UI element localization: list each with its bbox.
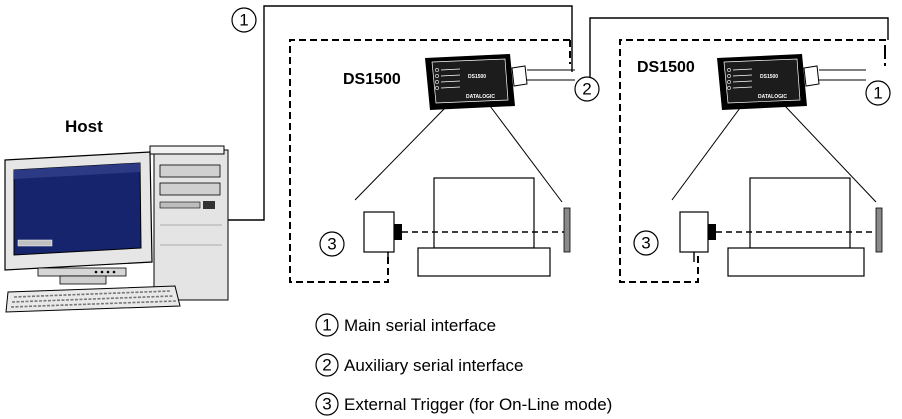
- scanner-2-beam-left: [671, 107, 741, 201]
- legend-text: Main serial interface: [344, 316, 496, 335]
- scanner-2-model-label: DS1500: [637, 59, 695, 76]
- svg-text:1: 1: [873, 84, 882, 103]
- svg-text:3: 3: [322, 395, 331, 414]
- svg-text:1: 1: [322, 316, 331, 335]
- conveyor-left: [417, 177, 551, 277]
- host-label: Host: [65, 117, 103, 136]
- host-tower: [149, 145, 229, 301]
- scanner-unit-right: DS1500 DS1500 DATALOGIC: [619, 39, 886, 283]
- scanner-1-beam-left: [354, 107, 446, 201]
- scanner-1-badge: DS1500: [468, 74, 486, 80]
- callout-main-serial-right: 1: [865, 80, 891, 106]
- right-unit-enclosure: [619, 39, 886, 283]
- host-keyboard: [5, 285, 181, 313]
- scanner-1-model-label: DS1500: [343, 71, 401, 88]
- scanner-2-badge: DS1500: [760, 74, 778, 80]
- main-serial-cable: [228, 5, 573, 221]
- svg-text:3: 3: [641, 234, 650, 253]
- scanner-unit-left: DS1500 DS1500 DATALOGIC: [289, 39, 575, 283]
- svg-text:3: 3: [327, 235, 336, 254]
- legend-item: 2 Auxiliary serial interface: [315, 353, 524, 377]
- host-computer: Host: [4, 117, 229, 313]
- svg-text:1: 1: [239, 11, 248, 30]
- callout-trigger-right: 3: [633, 230, 659, 256]
- legend-item: 1 Main serial interface: [315, 313, 496, 337]
- legend-item: 3 External Trigger (for On-Line mode): [315, 392, 612, 416]
- scanner-2-brand: DATALOGIC: [758, 94, 787, 100]
- scanner-1-beam-right: [489, 105, 563, 203]
- left-unit-enclosure: [289, 39, 570, 283]
- scanner-1-brand: DATALOGIC: [466, 94, 495, 100]
- scanner-2-body: DS1500 DATALOGIC: [717, 54, 866, 110]
- legend-text: External Trigger (for On-Line mode): [344, 395, 612, 414]
- callout-trigger-left: 3: [319, 231, 345, 257]
- scanner-2-beam-right: [784, 105, 877, 203]
- host-monitor: [4, 151, 153, 285]
- photocell-left: [363, 211, 564, 262]
- legend: 1 Main serial interface 2 Auxiliary seri…: [315, 313, 612, 416]
- reflector-left: [563, 207, 571, 253]
- conveyor-right: [727, 177, 865, 277]
- scanner-1-body: DS1500 DATALOGIC: [425, 54, 575, 110]
- legend-text: Auxiliary serial interface: [344, 356, 524, 375]
- reflector-right: [875, 207, 883, 253]
- photocell-right: [679, 211, 876, 262]
- callout-main-serial-left: 1: [231, 7, 257, 33]
- svg-text:2: 2: [582, 80, 591, 99]
- svg-text:2: 2: [322, 356, 331, 375]
- callout-aux-serial: 2: [574, 76, 600, 102]
